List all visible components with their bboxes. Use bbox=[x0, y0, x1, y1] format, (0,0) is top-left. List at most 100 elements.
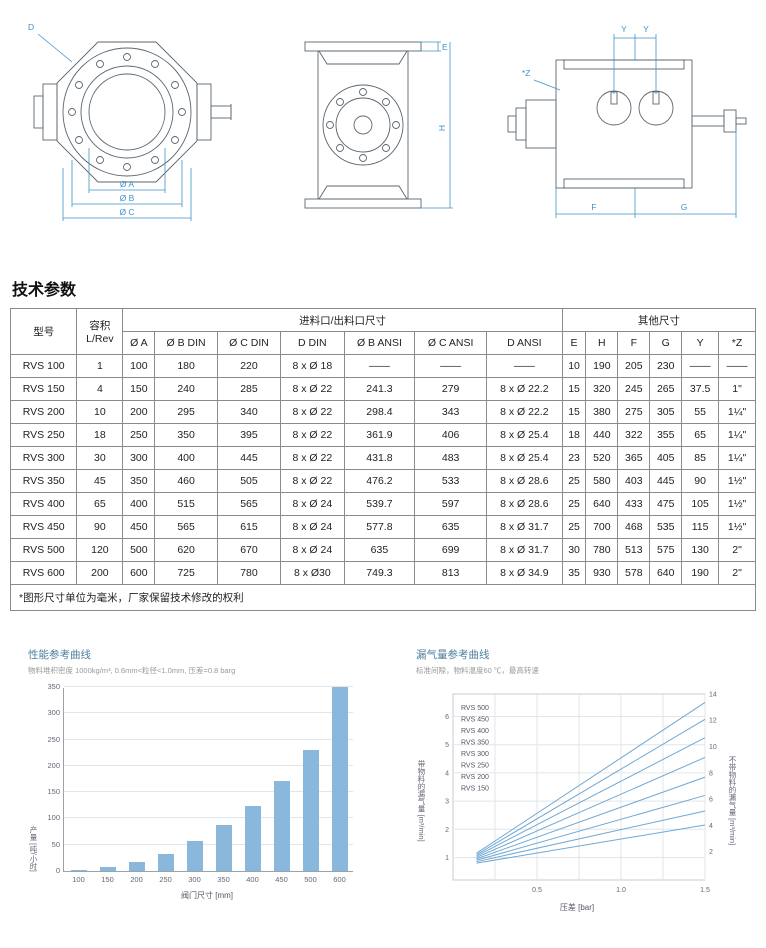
table-cell: RVS 100 bbox=[9, 354, 78, 378]
table-cell: 115 bbox=[681, 515, 720, 539]
legend-item: RVS 400 bbox=[461, 728, 489, 735]
x-tick-label: 100 bbox=[72, 875, 85, 884]
table-cell: 600 bbox=[122, 561, 156, 585]
volume-label-line1: 容积 bbox=[89, 320, 111, 332]
table-cell: 640 bbox=[585, 492, 619, 516]
y-tick-right-label: 14 bbox=[709, 691, 717, 698]
table-cell: 635 bbox=[414, 515, 487, 539]
table-cell: 406 bbox=[414, 423, 487, 447]
table-cell: 343 bbox=[414, 400, 487, 424]
table-cell: 298.4 bbox=[343, 400, 416, 424]
x-tick-label: 350 bbox=[217, 875, 230, 884]
table-cell: 1½" bbox=[718, 515, 756, 539]
gridline bbox=[64, 738, 353, 740]
table-cell: 620 bbox=[154, 538, 218, 562]
table-cell: 8 x Ø 18 bbox=[280, 354, 345, 378]
x-tick-label: 250 bbox=[159, 875, 172, 884]
table-cell: —— bbox=[485, 354, 563, 378]
table-cell: 8 x Ø 22.2 bbox=[485, 400, 563, 424]
table-cell: 361.9 bbox=[343, 423, 416, 447]
table-cell: 515 bbox=[154, 492, 218, 516]
table-cell: 8 x Ø 22.2 bbox=[485, 377, 563, 401]
bar-500 bbox=[302, 750, 319, 871]
bar-100 bbox=[70, 869, 87, 871]
table-cell: 483 bbox=[414, 446, 487, 470]
table-cell: 65 bbox=[681, 423, 720, 447]
line-chart-xlabel: 压差 [bar] bbox=[559, 903, 595, 912]
valve-side-outline bbox=[304, 41, 421, 209]
col-group-inlet: 进料口/出料口尺寸 bbox=[122, 308, 563, 332]
table-cell: RVS 600 bbox=[9, 561, 78, 585]
col-header-volume: 容积 L/Rev bbox=[76, 308, 124, 355]
table-cell: —— bbox=[681, 354, 720, 378]
table-cell: 205 bbox=[617, 354, 651, 378]
table-cell: 30 bbox=[561, 538, 587, 562]
drawing-drive-view: Y Y *Z F G bbox=[507, 24, 747, 218]
x-tick-label: 1.0 bbox=[616, 887, 626, 894]
table-cell: 8 x Ø 34.9 bbox=[485, 561, 563, 585]
y-tick-right-label: 6 bbox=[709, 797, 713, 804]
table-cell: 35 bbox=[561, 561, 587, 585]
y-tick-label: 150 bbox=[47, 787, 60, 797]
table-cell: 670 bbox=[216, 538, 282, 562]
table-cell: 500 bbox=[122, 538, 156, 562]
spec-table-group-header: 型号 容积 L/Rev 进料口/出料口尺寸 其他尺寸 bbox=[9, 308, 757, 355]
table-cell: 578 bbox=[617, 561, 651, 585]
y-tick-right-label: 10 bbox=[709, 744, 717, 751]
col-header: Ø B DIN bbox=[154, 331, 218, 355]
table-cell: 615 bbox=[216, 515, 282, 539]
col-header: Ø B ANSI bbox=[343, 331, 416, 355]
table-cell: 1 bbox=[76, 354, 124, 378]
table-cell: 445 bbox=[216, 446, 282, 470]
table-cell: 930 bbox=[585, 561, 619, 585]
table-cell: 565 bbox=[154, 515, 218, 539]
table-cell: 279 bbox=[414, 377, 487, 401]
table-cell: 520 bbox=[585, 446, 619, 470]
front-view-dimensions: D Ø A Ø B Ø C bbox=[28, 22, 192, 221]
x-tick-label: 0.5 bbox=[532, 887, 542, 894]
table-cell: 220 bbox=[216, 354, 282, 378]
col-header: H bbox=[585, 331, 619, 355]
table-cell: RVS 450 bbox=[9, 515, 78, 539]
bar-200 bbox=[128, 861, 145, 871]
table-cell: 8 x Ø 22 bbox=[280, 423, 345, 447]
bar-150 bbox=[99, 866, 116, 871]
table-cell: 475 bbox=[649, 492, 683, 516]
dim-label-g: G bbox=[681, 202, 688, 212]
volume-label-line2: L/Rev bbox=[86, 333, 114, 345]
table-cell: 240 bbox=[154, 377, 218, 401]
valve-drive-outline bbox=[507, 59, 747, 189]
x-tick-label: 600 bbox=[333, 875, 346, 884]
table-cell: 8 x Ø 22 bbox=[280, 446, 345, 470]
table-cell: 8 x Ø 22 bbox=[280, 377, 345, 401]
legend-item: RVS 350 bbox=[461, 740, 489, 747]
table-cell: 780 bbox=[216, 561, 282, 585]
bar-450 bbox=[273, 780, 290, 871]
table-cell: 241.3 bbox=[343, 377, 416, 401]
y-tick-left-label: 1 bbox=[445, 855, 449, 862]
charts-section: 性能参考曲线 物料堆积密度 1000kg/m³, 0.6mm<粒径<1.0mm,… bbox=[0, 647, 766, 913]
table-cell: 403 bbox=[617, 469, 651, 493]
y-tick-label: 350 bbox=[47, 682, 60, 691]
table-cell: 355 bbox=[649, 423, 683, 447]
table-cell: 8 x Ø 25.4 bbox=[485, 446, 563, 470]
dim-label-b: Ø B bbox=[120, 193, 135, 203]
y-tick-left-label: 2 bbox=[445, 827, 449, 834]
leakage-chart-title: 漏气量参考曲线 bbox=[416, 649, 490, 661]
legend-item: RVS 500 bbox=[461, 705, 489, 712]
col-header: Ø A bbox=[122, 331, 156, 355]
col-header: F bbox=[617, 331, 651, 355]
table-cell: 322 bbox=[617, 423, 651, 447]
dim-label-f: F bbox=[591, 202, 596, 212]
table-cell: RVS 350 bbox=[9, 469, 78, 493]
line-chart-ylabel-right: 不带物料的漏气量 [m³/min] bbox=[728, 755, 737, 846]
table-cell: 350 bbox=[122, 469, 156, 493]
